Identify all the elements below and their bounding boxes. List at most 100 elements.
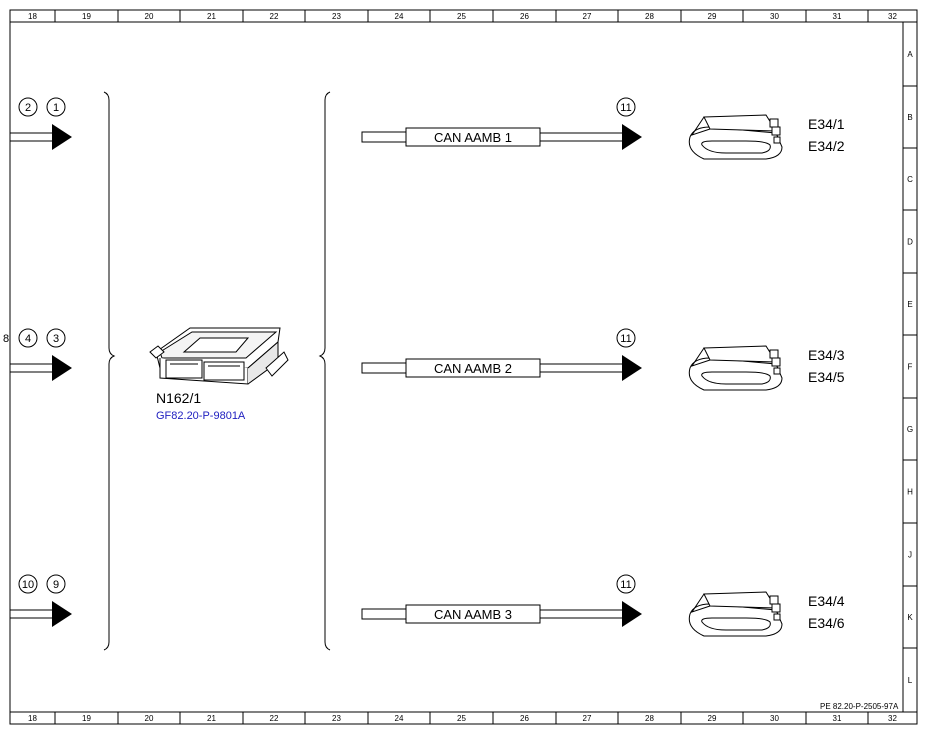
control-unit-reference-link[interactable]: GF82.20-P-9801A [156,410,246,422]
control-unit-n162-1: N162/1 GF82.20-P-9801A [149,327,289,422]
column-index-label: 21 [207,714,216,723]
input-marker: 2 [18,97,38,117]
arrow-right-icon [622,601,642,627]
lamp-label: E34/6 [808,615,845,631]
marker-number: 11 [620,333,631,345]
column-index-label: 28 [645,714,654,723]
cable-label: CAN AAMB 1 [434,130,512,145]
marker-number-partial: 8 [3,333,9,345]
column-index-label: 26 [520,714,529,723]
column-index-label: 30 [770,714,779,723]
column-index-label: 23 [332,714,341,723]
ambient-lamp-icon [688,591,783,637]
left-bus-brace [103,91,116,651]
lamp-label: E34/4 [808,593,845,609]
ambient-lamp-icon [688,345,783,391]
column-index-label: 32 [888,714,897,723]
column-index-label: 25 [457,714,466,723]
marker-number: 2 [25,102,31,114]
column-index-label: 19 [82,714,91,723]
control-unit-label: N162/1 [156,390,201,406]
column-index-top: 18 19 20 21 22 23 24 25 26 27 28 29 30 31 32 [28,10,897,22]
drawing-frame [9,9,918,725]
lamp-label: E34/2 [808,138,845,154]
row-index-label: C [907,175,913,184]
marker-number: 11 [620,102,631,114]
input-marker: 4 [18,328,38,348]
cable-label: CAN AAMB 2 [434,361,512,376]
column-index-label: 22 [270,714,279,723]
input-marker: 10 [18,574,38,594]
row-index-label: D [907,238,913,247]
output-marker: 11 [616,574,636,594]
column-index-label: 20 [145,12,154,21]
arrow-right-icon [52,601,72,627]
column-index-label: 21 [207,12,216,21]
cable-label: CAN AAMB 3 [434,607,512,622]
input-marker: 9 [46,574,66,594]
row-index-label: G [907,425,913,434]
column-index-label: 31 [833,12,842,21]
column-index-label: 18 [28,714,37,723]
marker-number: 1 [53,102,59,114]
column-index-label: 28 [645,12,654,21]
column-index-label: 22 [270,12,279,21]
cable-stub [361,362,407,374]
row-index-label: H [907,488,913,497]
cable-label-box [405,127,541,147]
lamp-label: E34/5 [808,369,845,385]
column-index-label: 32 [888,12,897,21]
row-index-label: L [908,676,913,685]
row-index-label: K [907,613,913,622]
row-index-label: B [907,113,912,122]
cable-stub [361,131,407,143]
column-index-label: 31 [833,714,842,723]
column-index-label: 29 [708,714,717,723]
cable-label-box [405,604,541,624]
column-index-label: 27 [583,12,592,21]
column-index-label: 18 [28,12,37,21]
cable-label-box [405,358,541,378]
lamp-label: E34/3 [808,347,845,363]
document-code: PE 82.20-P-2505-97A [820,702,899,711]
column-index-label: 25 [457,12,466,21]
column-index-bottom: 18 19 20 21 22 23 24 25 26 27 28 29 30 31 32 [28,712,897,724]
column-index-label: 29 [708,12,717,21]
column-index-label: 26 [520,12,529,21]
column-index-label: 27 [583,714,592,723]
marker-number: 10 [22,579,34,591]
control-unit-icon [149,327,289,385]
marker-number: 9 [53,579,59,591]
arrow-right-icon [52,355,72,381]
ambient-lamp-icon [688,114,783,160]
lamp-label: E34/1 [808,116,845,132]
column-index-label: 20 [145,714,154,723]
row-index-label: E [907,300,912,309]
arrow-right-icon [622,124,642,150]
marker-number: 11 [620,579,631,591]
output-marker: 11 [616,97,636,117]
column-index-label: 24 [395,714,404,723]
column-index-label: 19 [82,12,91,21]
row-index-label: A [907,50,913,59]
cable-stub [361,608,407,620]
column-index-label: 24 [395,12,404,21]
right-bus-brace [318,91,331,651]
input-marker: 1 [46,97,66,117]
arrow-right-icon [622,355,642,381]
row-index-label: J [908,551,912,560]
input-connection: 10 9 [10,574,72,627]
input-marker: 3 [46,328,66,348]
output-marker: 11 [616,328,636,348]
column-index-label: 23 [332,12,341,21]
column-index-label: 30 [770,12,779,21]
